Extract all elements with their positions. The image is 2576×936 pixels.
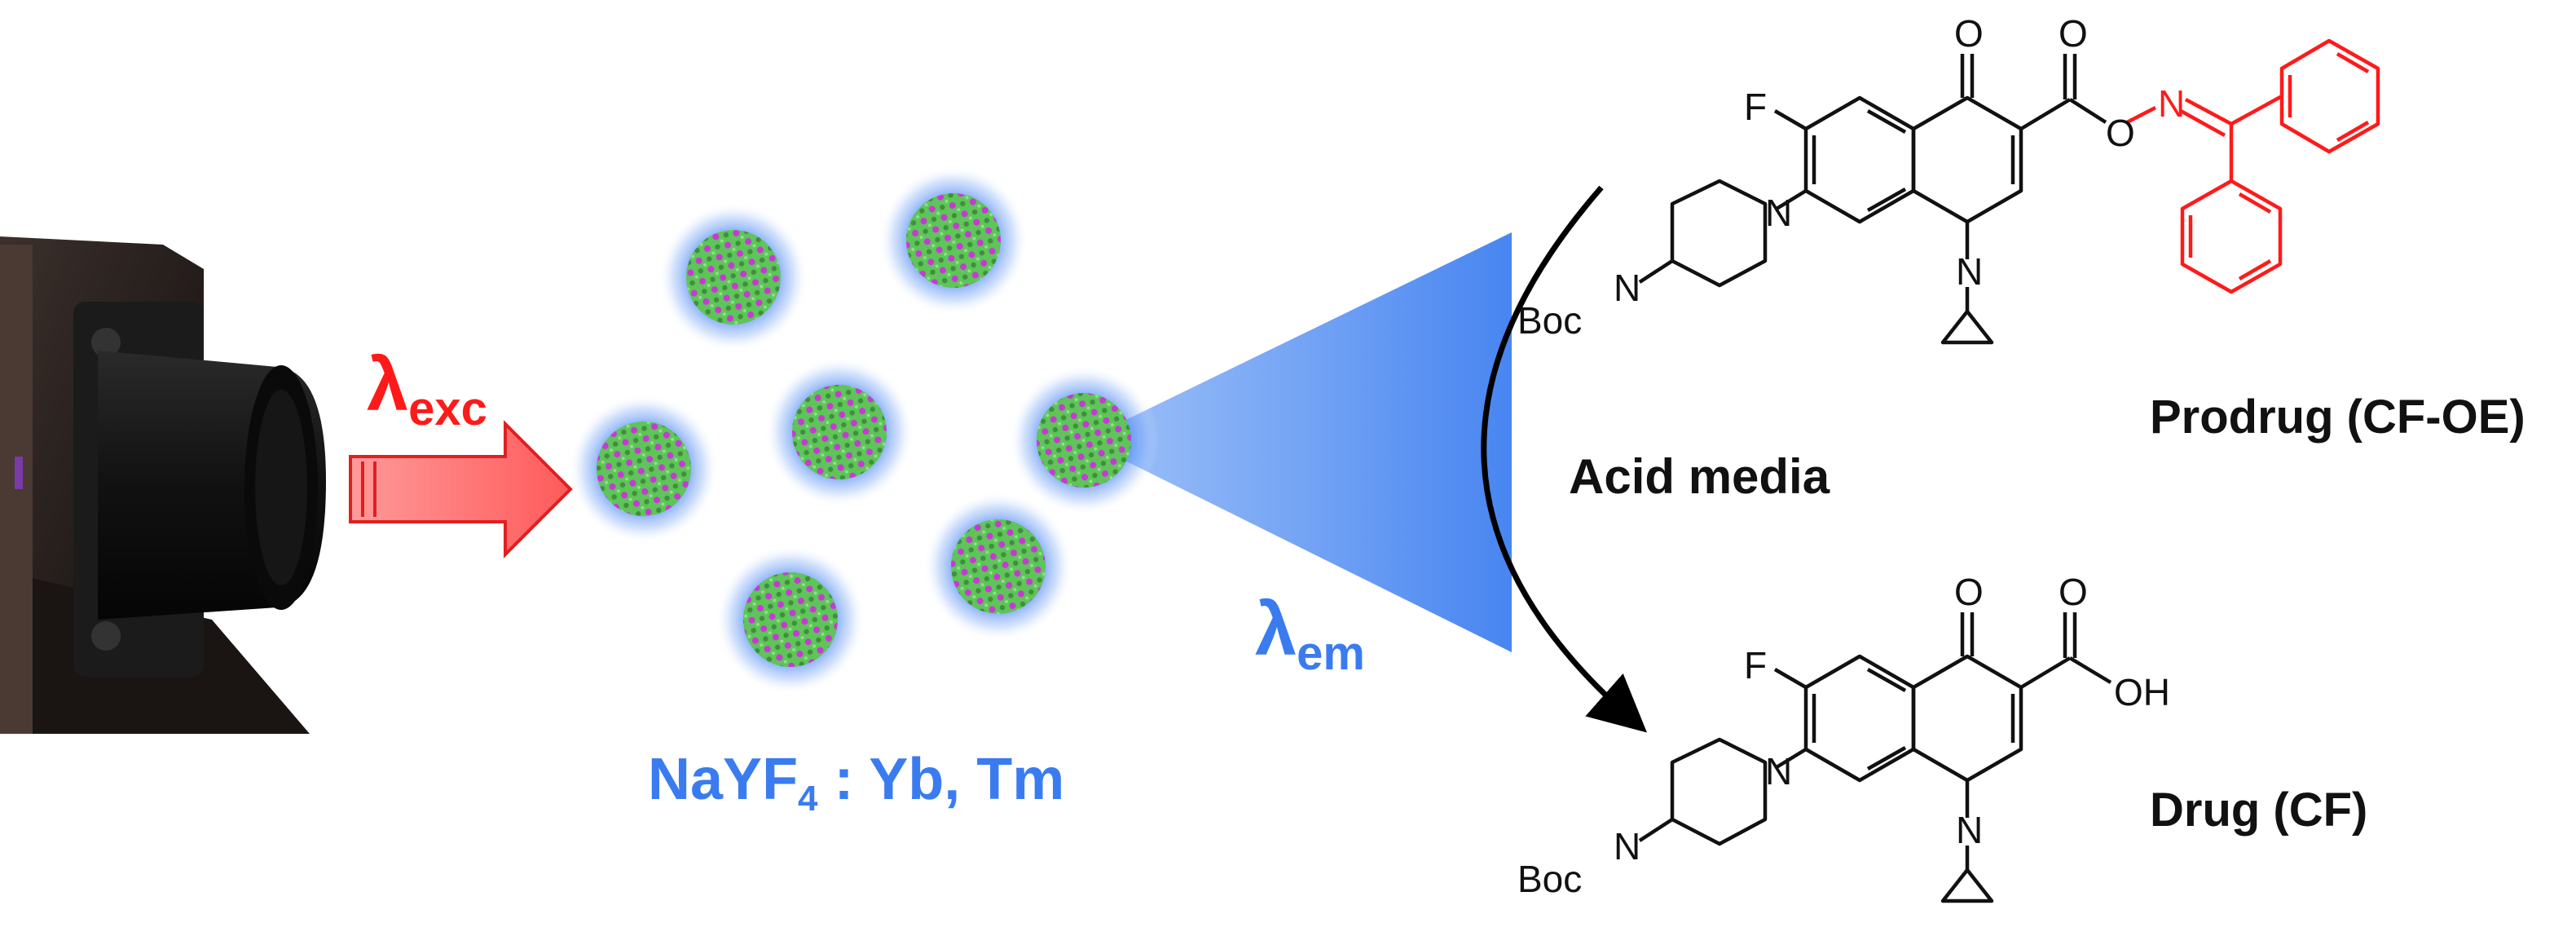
drug-fluorine-atom: F — [1744, 644, 1768, 687]
prodrug-structure — [1638, 54, 2107, 345]
drug-structure — [1638, 612, 2112, 903]
nanoparticle-cluster — [569, 166, 1159, 695]
drug-label: Drug (CF) — [2150, 784, 2368, 837]
drug-boc-group: Boc — [1517, 858, 1583, 900]
drug-acid-oxygen: O — [2059, 571, 2088, 613]
prodrug-boc-group: Boc — [1517, 299, 1583, 342]
nanoparticle-core — [792, 385, 887, 479]
prodrug-label: Prodrug (CF-OE) — [2150, 391, 2525, 444]
excitation-arrow — [349, 420, 573, 559]
reaction-arrow — [1481, 185, 1647, 733]
emission-wavelength-label: λem — [1255, 588, 1365, 680]
excitation-wavelength-label: λexc — [367, 343, 487, 435]
nanoparticle-core — [743, 572, 838, 667]
reaction-condition: Acid media — [1569, 449, 1830, 504]
laser-device — [0, 236, 326, 734]
prodrug-ketone-oxygen: O — [1954, 12, 1984, 55]
drug-ketone-oxygen: O — [1954, 571, 1984, 613]
oxime-group — [2125, 38, 2380, 294]
emission-cone — [1084, 232, 1512, 652]
drug-piperazine-nitrogen: N — [1765, 750, 1793, 793]
nanoparticle-formula: NaYF4 : Yb, Tm — [648, 747, 1065, 819]
prodrug-boc-nitrogen: N — [1614, 267, 1641, 309]
prodrug-quinolone-nitrogen: N — [1956, 250, 1984, 293]
nanoparticle-core — [906, 193, 1001, 288]
nanoparticle-core — [686, 230, 781, 325]
prodrug-oxime-nitrogen: N — [2158, 82, 2186, 125]
drug-hydroxyl: OH — [2114, 671, 2170, 713]
prodrug-fluorine-atom: F — [1744, 86, 1768, 128]
drug-quinolone-nitrogen: N — [1956, 809, 1984, 851]
drug-boc-nitrogen: N — [1614, 825, 1641, 868]
nanoparticle-core — [951, 519, 1046, 614]
prodrug-ester-oxygen: O — [2059, 12, 2088, 55]
nanoparticle-core — [1037, 393, 1131, 488]
prodrug-ether-oxygen: O — [2106, 112, 2135, 154]
prodrug-piperazine-nitrogen: N — [1765, 192, 1793, 234]
nanoparticle-core — [597, 422, 691, 516]
